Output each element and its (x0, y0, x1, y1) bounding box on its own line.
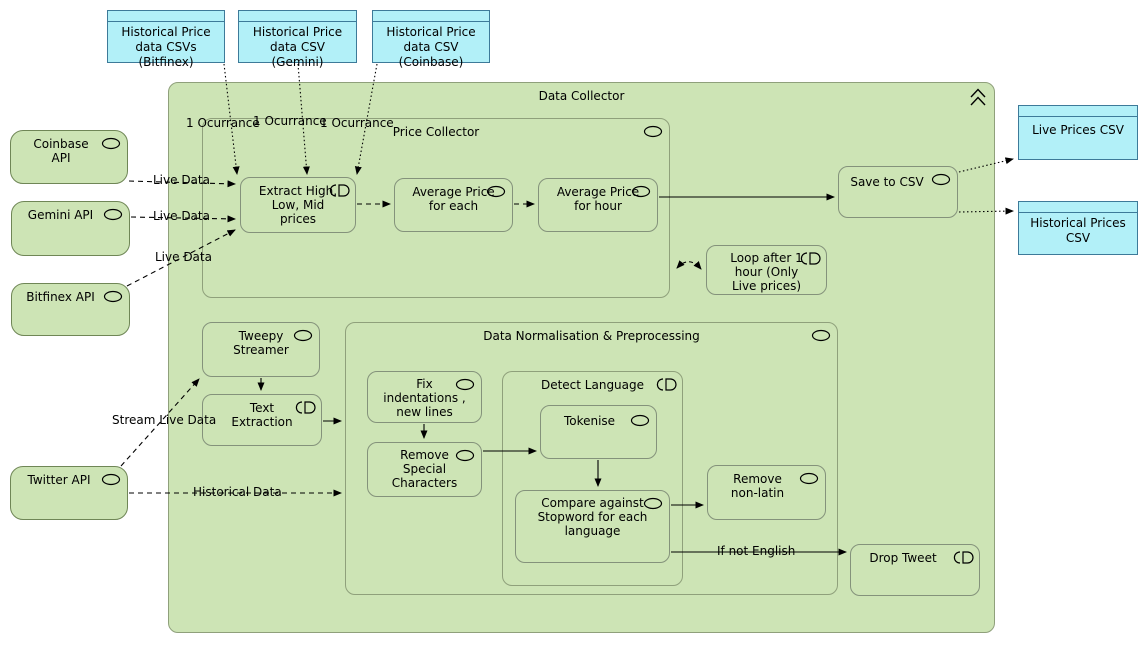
application-service-oval-icon (486, 185, 506, 198)
data-object-band (1019, 202, 1137, 213)
edge-label-live-data-1: Live Data (153, 173, 210, 187)
node-label: Text Extraction (231, 401, 293, 429)
artifact-label: Historical Price data CSV (Gemini) (252, 25, 343, 69)
artifact-historical-price-csvs-bitfinex[interactable]: Historical Price data CSVs (Bitfinex) (107, 10, 225, 69)
edge-label-stream-live-data: Stream Live Data (112, 413, 217, 427)
node-label: Loop after 1 hour (Only Live prices) (730, 251, 803, 293)
node-save-to-csv[interactable]: Save to CSV (838, 166, 958, 218)
application-interaction-icon (295, 401, 316, 414)
node-label: Extract High, Low, Mid prices (258, 184, 338, 226)
node-drop-tweet[interactable]: Drop Tweet (850, 544, 980, 596)
application-service-oval-icon (101, 137, 121, 150)
node-bitfinex-api[interactable]: Bitfinex API (11, 283, 130, 336)
data-collector-title: Data Collector (538, 89, 625, 103)
edge-label-live-data-2: Live Data (153, 209, 210, 223)
application-service-oval-icon (811, 329, 831, 342)
application-service-oval-icon (455, 378, 475, 391)
data-normalisation-title: Data Normalisation & Preprocessing (483, 329, 700, 343)
application-interaction-icon (953, 551, 974, 564)
node-remove-non-latin[interactable]: Remove non-latin (707, 465, 826, 520)
application-service-oval-icon (455, 449, 475, 462)
edge-label-if-not-english: If not English (717, 544, 796, 558)
node-fix-indentations[interactable]: Fix indentations , new lines (367, 371, 482, 423)
edge-label-historical-data: Historical Data (193, 485, 282, 499)
application-service-oval-icon (293, 329, 313, 342)
application-service-oval-icon (630, 414, 650, 427)
node-label: Average Price for each (412, 185, 495, 213)
node-label: Bitfinex API (26, 290, 95, 304)
node-tweepy-streamer[interactable]: Tweepy Streamer (202, 322, 320, 377)
node-label: Twitter API (27, 473, 91, 487)
edge-label-ocurrance-1: 1 Ocurrance (186, 116, 260, 130)
data-object-band (373, 11, 489, 22)
artifact-label: Live Prices CSV (1032, 123, 1124, 137)
application-service-oval-icon (643, 125, 663, 138)
application-service-oval-icon (799, 472, 819, 485)
data-object-band (1019, 106, 1137, 117)
artifact-label: Historical Prices CSV (1030, 216, 1126, 245)
application-service-oval-icon (103, 290, 123, 303)
node-coinbase-api[interactable]: Coinbase API (10, 130, 128, 184)
application-service-oval-icon (631, 185, 651, 198)
detect-language-title: Detect Language (540, 378, 645, 392)
artifact-live-prices-csv[interactable]: Live Prices CSV (1018, 105, 1138, 160)
artifact-historical-prices-csv[interactable]: Historical Prices CSV (1018, 201, 1138, 255)
node-remove-special-characters[interactable]: Remove Special Characters (367, 442, 482, 497)
node-label: Tokenise (563, 414, 616, 428)
node-label: Drop Tweet (869, 551, 937, 565)
node-tokenise[interactable]: Tokenise (540, 405, 657, 459)
artifact-label: Historical Price data CSVs (Bitfinex) (121, 25, 211, 69)
double-chevron-icon (969, 87, 987, 107)
node-label: Fix indentations , new lines (383, 377, 466, 419)
node-label: Remove Special Characters (391, 448, 458, 490)
application-interaction-icon (800, 252, 821, 265)
artifact-historical-price-csv-coinbase[interactable]: Historical Price data CSV (Coinbase) (372, 10, 490, 69)
application-service-oval-icon (931, 173, 951, 186)
artifact-label: Historical Price data CSV (Coinbase) (386, 25, 476, 69)
application-interaction-icon (656, 378, 677, 391)
node-label: Tweepy Streamer (233, 329, 289, 357)
node-extract-prices[interactable]: Extract High, Low, Mid prices (240, 177, 356, 233)
node-label: Coinbase API (33, 137, 89, 165)
node-label: Average Price for hour (556, 185, 640, 213)
node-gemini-api[interactable]: Gemini API (11, 201, 130, 256)
node-loop-after-1-hour[interactable]: Loop after 1 hour (Only Live prices) (706, 245, 827, 295)
artifact-historical-price-csv-gemini[interactable]: Historical Price data CSV (Gemini) (238, 10, 357, 69)
node-label: Gemini API (27, 208, 94, 222)
price-collector-title: Price Collector (392, 125, 480, 139)
data-object-band (239, 11, 356, 22)
node-average-price-hour[interactable]: Average Price for hour (538, 178, 658, 232)
node-text-extraction[interactable]: Text Extraction (202, 394, 322, 446)
application-service-oval-icon (643, 497, 663, 510)
edge-label-live-data-3: Live Data (155, 250, 212, 264)
edge-label-ocurrance-2: 1 Ocurrance (253, 114, 327, 128)
node-average-price-each[interactable]: Average Price for each (394, 178, 513, 232)
application-service-oval-icon (101, 473, 121, 486)
node-label: Remove non-latin (730, 472, 785, 500)
node-label: Compare against Stopword for each langua… (537, 496, 648, 538)
node-twitter-api[interactable]: Twitter API (10, 466, 128, 520)
application-service-oval-icon (103, 208, 123, 221)
edge-label-ocurrance-3: 1 Ocurrance (320, 116, 394, 130)
node-label: Save to CSV (850, 175, 924, 189)
data-object-band (108, 11, 224, 22)
application-interaction-icon (329, 184, 350, 197)
node-compare-against-stopword[interactable]: Compare against Stopword for each langua… (515, 490, 670, 563)
